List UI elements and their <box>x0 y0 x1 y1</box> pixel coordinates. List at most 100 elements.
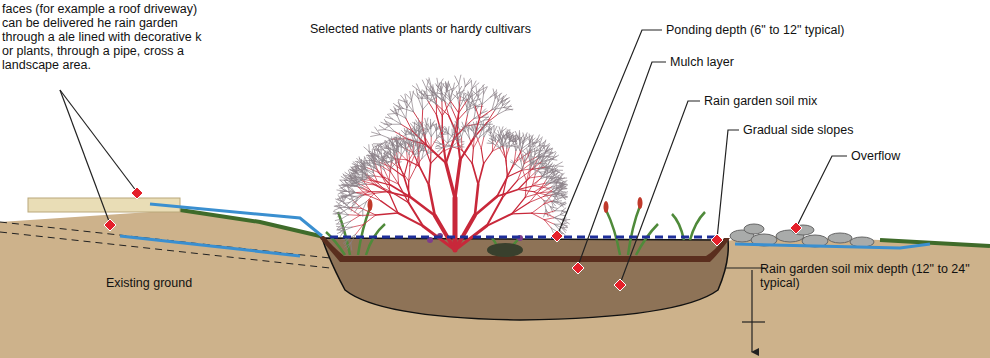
branch <box>521 138 523 144</box>
branch <box>355 195 363 196</box>
branch <box>448 139 456 142</box>
branch <box>374 154 377 159</box>
branch <box>548 165 552 171</box>
branch <box>357 166 361 171</box>
branch <box>405 141 407 147</box>
branch <box>352 200 357 203</box>
branch <box>335 212 342 214</box>
branch <box>341 207 350 208</box>
branch <box>515 142 520 151</box>
branch <box>373 161 377 169</box>
branch <box>398 103 403 109</box>
branch <box>532 137 533 144</box>
branch <box>487 214 512 226</box>
branch <box>478 91 483 97</box>
branch <box>513 136 516 142</box>
branch <box>397 150 398 159</box>
branch <box>502 180 517 198</box>
branch <box>378 129 385 131</box>
branch <box>481 137 484 149</box>
branch <box>554 215 561 218</box>
branch <box>506 148 510 159</box>
pipe-line <box>0 222 330 258</box>
branch <box>334 208 341 211</box>
mulch-layer <box>318 236 730 262</box>
branch <box>436 144 442 147</box>
branch <box>398 152 406 160</box>
branch <box>348 187 355 193</box>
branch <box>481 111 487 114</box>
branch <box>473 122 475 128</box>
branch <box>352 175 358 177</box>
branch <box>479 105 482 119</box>
branch <box>418 119 420 127</box>
branch <box>385 141 388 148</box>
branch <box>342 239 348 240</box>
branch <box>534 185 545 192</box>
branch <box>526 135 530 142</box>
branch <box>496 94 498 101</box>
branch <box>392 124 401 125</box>
branch <box>429 163 431 185</box>
branch <box>553 201 560 204</box>
branch <box>500 137 502 146</box>
branch <box>446 163 455 198</box>
branch <box>361 175 366 177</box>
branch <box>471 125 472 131</box>
branch <box>341 196 347 198</box>
branch <box>441 148 451 153</box>
branch <box>444 128 448 133</box>
branch <box>560 212 565 215</box>
branch <box>399 133 401 139</box>
branch <box>380 147 381 153</box>
branch <box>409 203 423 226</box>
branch <box>540 164 545 168</box>
branch <box>427 95 436 97</box>
branch <box>388 156 392 162</box>
branch <box>382 166 391 172</box>
branch <box>475 106 480 119</box>
branch <box>424 91 428 98</box>
branch <box>562 228 566 233</box>
branch <box>492 108 504 110</box>
branch <box>453 198 458 250</box>
branch <box>503 146 506 159</box>
branch <box>467 107 468 115</box>
branch <box>465 94 468 100</box>
branch <box>341 188 346 191</box>
branch <box>363 215 376 225</box>
branch <box>423 129 426 138</box>
branch <box>371 135 381 137</box>
branch <box>418 142 419 148</box>
branch <box>546 164 548 171</box>
branch <box>350 207 362 208</box>
branch <box>377 149 381 154</box>
branch <box>368 145 370 152</box>
branch <box>393 138 397 145</box>
branch <box>399 184 409 203</box>
branch <box>378 152 380 158</box>
branch <box>541 192 553 193</box>
branch <box>436 140 441 144</box>
branch <box>512 197 526 214</box>
branch <box>544 145 546 152</box>
branch <box>359 157 361 163</box>
branch <box>364 166 368 171</box>
branch <box>384 152 387 157</box>
branch <box>477 137 481 148</box>
branch <box>477 127 480 131</box>
branch <box>457 141 464 143</box>
branch <box>435 216 455 251</box>
branch <box>528 151 537 154</box>
branch <box>552 169 554 175</box>
branch <box>504 106 512 107</box>
branch <box>471 80 473 89</box>
branch <box>362 209 376 216</box>
branch <box>484 122 488 127</box>
branch <box>400 109 405 118</box>
branch <box>373 173 378 184</box>
branch <box>432 87 436 95</box>
branch <box>338 196 342 202</box>
branch <box>352 188 356 193</box>
